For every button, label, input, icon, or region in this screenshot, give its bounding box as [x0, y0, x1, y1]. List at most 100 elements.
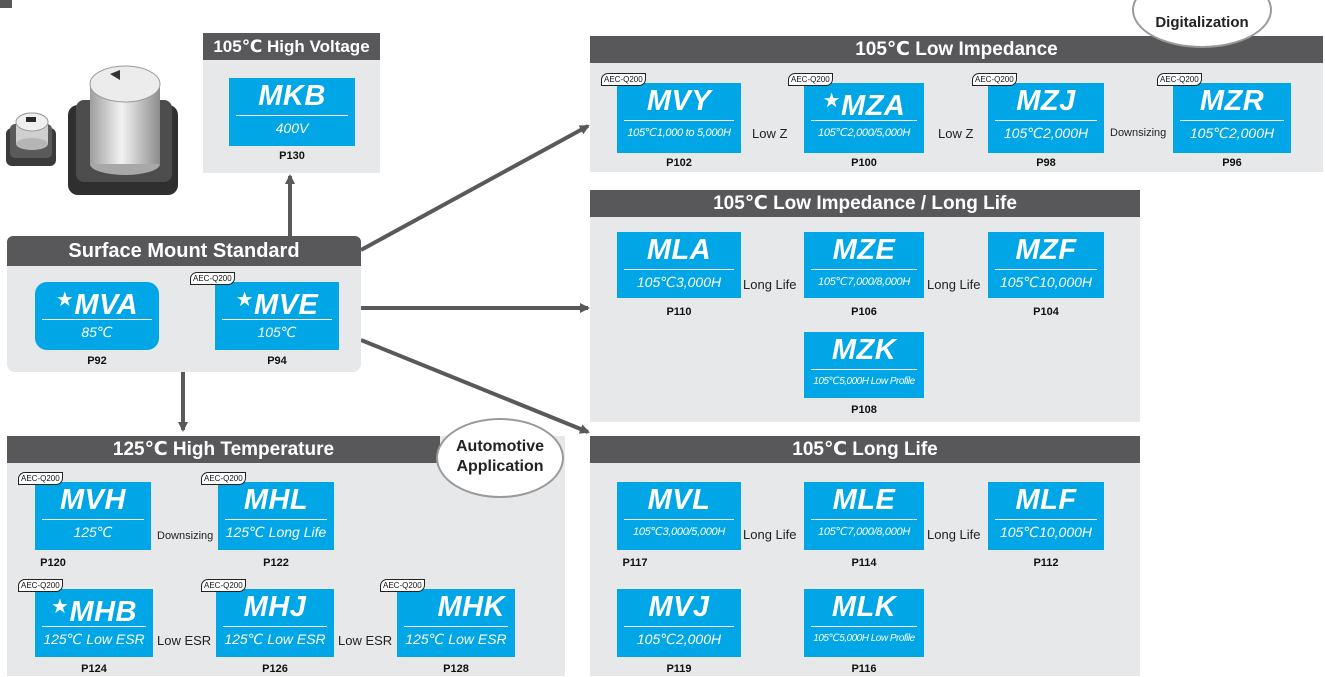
mve-box[interactable]: ★MVE 105℃ [215, 282, 339, 350]
mza-page: P100 [851, 157, 877, 169]
star-icon: ★ [51, 596, 70, 618]
mlf-box[interactable]: MLF 105℃10,000H [988, 482, 1104, 550]
mkb-spec: 400V [275, 120, 309, 136]
mhl-box[interactable]: MHL 125℃ Long Life [218, 482, 334, 550]
divider [624, 626, 734, 627]
low-impedance-long-title: 105℃ Low Impedance / Long Life [590, 190, 1140, 217]
mvj-box[interactable]: MVJ 105℃2,000H [617, 589, 741, 657]
mzj-aec-badge: AEC-Q200 [972, 73, 1017, 86]
mvl-page: P117 [622, 557, 648, 569]
mzf-page: P104 [1033, 306, 1059, 318]
mvj-spec: 105℃2,000H [636, 631, 722, 647]
mla-name: MLA [646, 234, 712, 266]
mzr-box[interactable]: MZR 105℃2,000H [1173, 83, 1291, 153]
mve-aec-badge: AEC-Q200 [190, 272, 235, 285]
mla-box[interactable]: MLA 105℃3,000H [617, 232, 741, 298]
star-icon: ★ [235, 289, 255, 311]
mlk-name: MLK [831, 591, 897, 623]
downsizing-label-ht: Downsizing [157, 530, 214, 542]
mvh-page: P120 [40, 557, 66, 569]
mze-page: P106 [851, 306, 877, 318]
mvy-page: P102 [666, 157, 692, 169]
mlk-box[interactable]: MLK 105℃5,000H Low Profile [804, 589, 924, 657]
mzr-aec-badge: AEC-Q200 [1157, 73, 1202, 86]
mve-name: ★MVE [235, 289, 319, 321]
divider [624, 269, 734, 270]
mhk-page: P128 [443, 663, 469, 675]
mle-box[interactable]: MLE 105℃7,000/8,000H [804, 482, 924, 550]
mzr-page: P96 [1222, 157, 1242, 169]
mhb-box[interactable]: ★MHB 125℃ Low ESR [35, 589, 153, 657]
mvh-aec-badge: AEC-Q200 [18, 472, 63, 485]
mlf-name: MLF [1015, 484, 1077, 516]
mhk-name: MHK [437, 591, 505, 623]
long-life-title: 105℃ Long Life [590, 436, 1140, 463]
low-z-label-2: Low Z [938, 126, 974, 141]
mhl-aec-badge: AEC-Q200 [201, 472, 246, 485]
mhj-box[interactable]: MHJ 125℃ Low ESR [216, 589, 334, 657]
standard-title: Surface Mount Standard [7, 236, 361, 266]
mzj-spec: 105℃2,000H [1003, 125, 1089, 141]
mvy-box[interactable]: MVY 105℃1,000 to 5,000H [617, 83, 741, 153]
mva-spec: 85℃ [81, 324, 113, 340]
divider [42, 519, 144, 520]
divider [811, 519, 917, 520]
divider [624, 519, 734, 520]
mza-name: ★MZA [822, 90, 906, 122]
divider [236, 115, 348, 116]
mhk-box[interactable]: MHK 125℃ Low ESR [397, 589, 515, 657]
mzj-box[interactable]: MZJ 105℃2,000H [988, 83, 1104, 153]
capacitor-image [2, 60, 192, 200]
legend-square [0, 0, 12, 8]
divider [995, 269, 1097, 270]
mvl-spec: 105℃3,000/5,000H [633, 526, 725, 538]
mza-aec-badge: AEC-Q200 [788, 73, 833, 86]
mhj-name: MHJ [243, 591, 307, 623]
mzf-box[interactable]: MZF 105℃10,000H [988, 232, 1104, 298]
divider [811, 626, 917, 627]
mvj-name: MVJ [648, 591, 710, 623]
mvh-spec: 125℃ [73, 524, 113, 540]
mhl-page: P122 [263, 557, 289, 569]
mvh-name: MVH [60, 484, 126, 516]
high-temp-title: 125℃ High Temperature [7, 436, 440, 463]
star-icon: ★ [55, 289, 75, 311]
mve-page: P94 [267, 355, 287, 367]
mzj-name: MZJ [1016, 85, 1076, 117]
mvl-box[interactable]: MVL 105℃3,000/5,000H [617, 482, 741, 550]
low-esr-label-1: Low ESR [157, 633, 212, 648]
mzk-box[interactable]: MZK 105℃5,000H Low Profile [804, 332, 924, 398]
mze-name: MZE [832, 234, 896, 266]
divider [225, 519, 327, 520]
mvh-box[interactable]: MVH 125℃ [35, 482, 151, 550]
mhj-spec: 125℃ Low ESR [224, 631, 326, 647]
mhb-aec-badge: AEC-Q200 [18, 579, 63, 592]
divider [1180, 120, 1284, 121]
mhb-page: P124 [81, 663, 107, 675]
mzr-spec: 105℃2,000H [1189, 125, 1275, 141]
mla-page: P110 [666, 306, 692, 318]
mze-box[interactable]: MZE 105℃7,000/8,000H [804, 232, 924, 298]
divider [222, 319, 332, 320]
long-life-label-4: Long Life [927, 527, 981, 542]
downsizing-label: Downsizing [1110, 127, 1167, 139]
divider [811, 369, 917, 370]
mva-box[interactable]: ★MVA 85℃ [35, 282, 159, 350]
mhb-name: ★MHB [51, 596, 137, 628]
mle-page: P114 [851, 557, 877, 569]
mza-box[interactable]: ★MZA 105℃2,000/5,000H [804, 83, 924, 153]
mhk-spec: 125℃ Low ESR [405, 631, 507, 647]
mhk-aec-badge: AEC-Q200 [380, 579, 425, 592]
mkb-name: MKB [258, 80, 326, 112]
mzj-page: P98 [1036, 157, 1056, 169]
mle-spec: 105℃7,000/8,000H [818, 526, 910, 538]
mhl-name: MHL [243, 484, 309, 516]
high-voltage-title: 105℃ High Voltage [203, 33, 380, 60]
divider [995, 519, 1097, 520]
mvj-page: P119 [666, 663, 692, 675]
mzf-name: MZF [1015, 234, 1077, 266]
automotive-badge: Automotive Application [436, 418, 564, 498]
mkb-box[interactable]: MKB 400V [229, 78, 355, 146]
mva-page: P92 [87, 355, 107, 367]
mvy-name: MVY [646, 85, 712, 117]
